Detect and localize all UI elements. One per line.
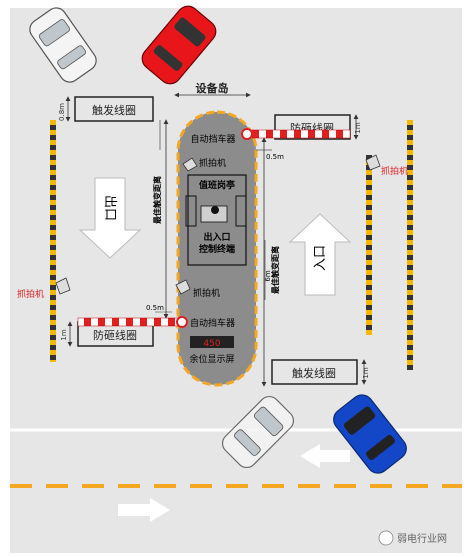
booth-label: 值班岗亭 — [199, 179, 235, 191]
watermark-text: 弱电行业网 — [397, 532, 447, 545]
car-white-top-icon — [29, 7, 97, 83]
barrier-bottom-label: 自动挡车器 — [190, 317, 235, 329]
camera-right-label: 抓拍机 — [381, 165, 408, 177]
watermark-logo-icon — [378, 530, 394, 546]
barrier-top-label: 自动挡车器 — [190, 133, 235, 145]
trigger-coil-bottom-label: 触发线圈 — [292, 366, 336, 380]
min-turn-left-label: 最佳触变距离 — [152, 176, 162, 224]
barrier-arm-top — [245, 129, 351, 139]
side-camera-left-icon — [55, 277, 71, 295]
dim-05m-bottom-label: 0.5m — [146, 304, 164, 312]
dim-05m-top-label: 0.5m — [266, 153, 284, 161]
fence-right — [407, 120, 413, 370]
island-camera-top-icon — [182, 157, 198, 172]
dim-1m-b-label: 1m — [60, 329, 68, 340]
exit-arrow-icon — [78, 177, 142, 259]
camera-island-bottom-label: 抓拍机 — [193, 287, 220, 299]
car-blue-icon — [333, 394, 407, 474]
dim-08m-label: 0.8m — [58, 103, 66, 121]
entry-label: 入口 — [313, 245, 328, 271]
camera-island-top-label: 抓拍机 — [199, 157, 226, 169]
remaining-display-label: 余位显示屏 — [189, 353, 234, 365]
island-camera-bottom-icon — [175, 279, 191, 295]
exit-label: 出口 — [102, 195, 117, 221]
entry-arrow-icon — [288, 213, 352, 296]
road-arrow-left-icon — [300, 444, 350, 468]
island-label: 设备岛 — [196, 81, 229, 95]
car-white-bottom-icon — [221, 395, 295, 469]
trigger-coil-top-label: 触发线圈 — [92, 103, 136, 117]
dim-6m-label: 6m — [264, 270, 272, 281]
equipment-island — [176, 110, 258, 387]
barrier-pivot-bottom-icon — [176, 316, 188, 328]
barrier-pivot-top-icon — [241, 128, 253, 140]
dim-1m-c-label: 1m — [362, 367, 370, 378]
remaining-display-value: 450 — [203, 339, 220, 349]
road-arrow-right-icon — [118, 498, 170, 522]
terminal-label-line2: 控制终端 — [199, 243, 235, 255]
fence-mid-right — [366, 155, 372, 335]
trigger-coil-bottom — [271, 359, 358, 385]
anti-smash-coil-bottom-label: 防砸线圈 — [93, 328, 137, 342]
dim-1m-a-label: 1m — [354, 122, 362, 133]
remaining-display-screen — [190, 336, 234, 348]
booth-left-panel — [185, 195, 197, 227]
operator-icon — [211, 206, 219, 214]
side-camera-right-icon — [365, 154, 381, 171]
camera-left-label: 抓拍机 — [17, 288, 44, 300]
fence-left — [50, 120, 56, 362]
watermark: 弱电行业网 — [378, 530, 447, 546]
booth-desk — [200, 205, 228, 223]
booth-right-panel — [235, 195, 247, 227]
car-red-icon — [141, 5, 217, 85]
terminal-label-line1: 出入口 — [203, 231, 230, 243]
trigger-coil-top — [74, 96, 154, 122]
anti-smash-coil-top — [274, 114, 351, 140]
barrier-arm-bottom — [77, 317, 183, 327]
min-turn-right-label: 最佳触变距离 — [270, 246, 280, 294]
